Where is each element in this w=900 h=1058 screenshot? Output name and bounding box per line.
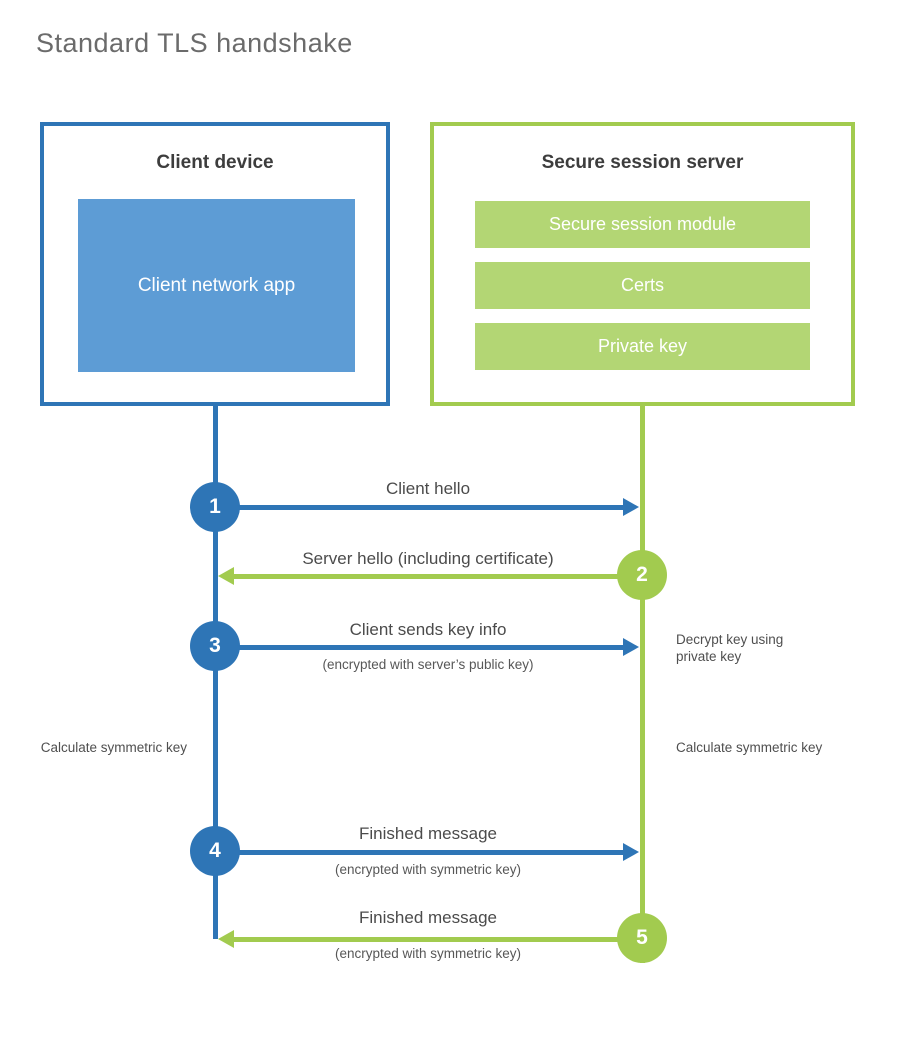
step-2-number: 2: [636, 563, 648, 586]
step-4-number: 4: [209, 839, 221, 862]
server-module-certs: Certs: [475, 262, 810, 309]
step-2-badge: 2: [617, 550, 667, 600]
message-label-finished-client: Finished message: [359, 824, 497, 843]
step-4-badge: 4: [190, 826, 240, 876]
message-label-finished-server: Finished message: [359, 908, 497, 927]
message-sublabel-encrypted-public-key: (encrypted with server’s public key): [322, 657, 534, 672]
arrow-shaft: [233, 936, 642, 942]
step-1-badge: 1: [190, 482, 240, 532]
step-1-number: 1: [209, 495, 221, 518]
arrow-shaft: [233, 573, 642, 579]
message-sublabel-encrypted-symmetric-key: (encrypted with symmetric key): [334, 862, 522, 877]
server-module-label: Secure session module: [548, 214, 737, 234]
step-3-badge: 3: [190, 621, 240, 671]
arrow-head-right-icon: [623, 638, 639, 656]
note-server-calculate-symmetric-key: Calculate symmetric key: [676, 740, 823, 755]
diagram-title: Standard TLS handshake: [36, 28, 353, 58]
message-sublabel-encrypted-symmetric-key: (encrypted with symmetric key): [334, 946, 522, 961]
client-device-title: Client device: [156, 152, 274, 173]
client-lifeline: [213, 405, 218, 939]
client-network-app-box: Client network app: [78, 199, 355, 372]
step-5-badge: 5: [617, 913, 667, 963]
server-module-private-key: Private key: [475, 323, 810, 370]
server-lifeline: [640, 405, 645, 963]
step-5-number: 5: [636, 926, 648, 949]
note-decrypt-key: Decrypt key using private key: [676, 632, 784, 664]
arrow-shaft: [215, 504, 624, 510]
message-label-server-hello: Server hello (including certificate): [302, 549, 554, 568]
arrow-shaft: [215, 644, 624, 650]
server-module-label: Private key: [597, 336, 688, 356]
secure-session-server-title: Secure session server: [541, 152, 744, 173]
arrow-shaft: [215, 849, 624, 855]
arrow-head-left-icon: [218, 567, 234, 585]
step-3-number: 3: [209, 634, 221, 657]
message-label-client-key-info: Client sends key info: [349, 620, 507, 639]
arrow-head-right-icon: [623, 498, 639, 516]
client-network-app-label: Client network app: [137, 274, 296, 296]
arrow-head-left-icon: [218, 930, 234, 948]
server-module-secure-session-module: Secure session module: [475, 201, 810, 248]
note-client-calculate-symmetric-key: Calculate symmetric key: [40, 740, 187, 755]
server-module-label: Certs: [620, 275, 664, 295]
message-label-client-hello: Client hello: [385, 479, 471, 498]
arrow-head-right-icon: [623, 843, 639, 861]
